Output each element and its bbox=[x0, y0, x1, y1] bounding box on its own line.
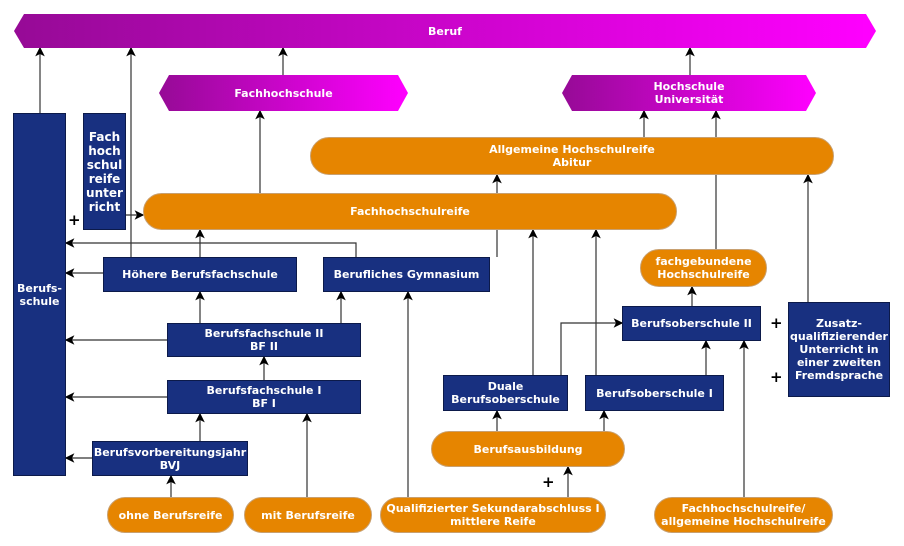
hoehere-berufsfachschule-node: Höhere Berufsfachschule bbox=[103, 257, 297, 292]
beruf-node: Beruf bbox=[14, 14, 876, 48]
arrow bbox=[64, 238, 357, 257]
fachhochschule-node: Fachhochschule bbox=[159, 75, 408, 111]
duale-berufsoberschule-node: Duale Berufsoberschule bbox=[443, 375, 568, 411]
berufsoberschule-2-node: Berufsoberschule II bbox=[622, 306, 761, 341]
berufsfachschule-1-node: Berufsfachschule I BF I bbox=[167, 380, 361, 414]
hochschule-node: Hochschule Universität bbox=[562, 75, 816, 111]
berufsschule-node: Berufs- schule bbox=[13, 113, 66, 476]
plus-sign: + bbox=[770, 314, 783, 332]
fhr-unterricht-node: Fach hoch schul reife unter richt bbox=[83, 113, 126, 230]
abitur-node: Allgemeine Hochschulreife Abitur bbox=[310, 137, 834, 175]
fachhochschulreife-node: Fachhochschulreife bbox=[143, 193, 677, 230]
ohne-berufsreife-node: ohne Berufsreife bbox=[107, 497, 234, 533]
arrow bbox=[560, 318, 624, 375]
berufsoberschule-1-node: Berufsoberschule I bbox=[585, 375, 724, 411]
fachgebundene-hochschulreife-node: fachgebundene Hochschulreife bbox=[640, 249, 767, 287]
zusatz-unterricht-node: Zusatz- qualifizierender Unterricht in e… bbox=[788, 302, 890, 397]
plus-sign: + bbox=[68, 211, 81, 229]
plus-sign: + bbox=[770, 368, 783, 386]
berufsausbildung-node: Berufsausbildung bbox=[431, 431, 625, 467]
plus-sign: + bbox=[542, 473, 555, 491]
berufliches-gymnasium-node: Berufliches Gymnasium bbox=[323, 257, 490, 292]
sekundarabschluss-node: Qualifizierter Sekundarabschluss I mittl… bbox=[380, 497, 606, 533]
berufsfachschule-2-node: Berufsfachschule II BF II bbox=[167, 323, 361, 357]
mit-berufsreife-node: mit Berufsreife bbox=[244, 497, 372, 533]
bvj-node: Berufsvorbereitungsjahr BVJ bbox=[92, 441, 248, 476]
fhr-allgemeine-hochschulreife-node: Fachhochschulreife/ allgemeine Hochschul… bbox=[654, 497, 833, 533]
